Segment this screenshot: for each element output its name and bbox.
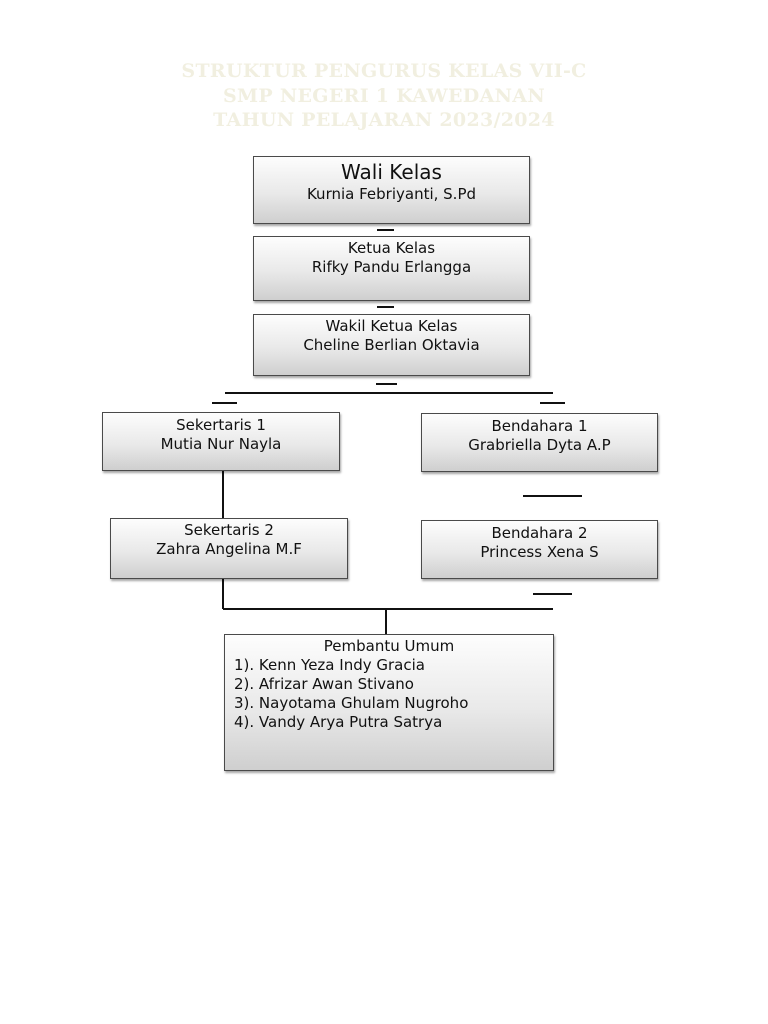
box-wakil-ketua: Wakil Ketua Kelas Cheline Berlian Oktavi…: [253, 314, 530, 376]
box-sekretaris-1: Sekertaris 1 Mutia Nur Nayla: [102, 412, 340, 471]
sekretaris-2-role: Sekertaris 2: [184, 521, 274, 539]
bendahara-2-name: Princess Xena S: [480, 543, 599, 561]
ketua-kelas-role: Ketua Kelas: [347, 239, 436, 257]
title-line-1: STRUKTUR PENGURUS KELAS VII-C: [181, 60, 587, 82]
pembantu-umum-role: Pembantu Umum: [323, 637, 455, 655]
bendahara-1-role: Bendahara 1: [491, 417, 588, 435]
sekretaris-2-name: Zahra Angelina M.F: [156, 540, 302, 558]
box-wali-kelas: Wali Kelas Kurnia Febriyanti, S.Pd: [253, 156, 530, 224]
box-ketua-kelas: Ketua Kelas Rifky Pandu Erlangga: [253, 236, 530, 301]
title-line-3: TAHUN PELAJARAN 2023/2024: [213, 109, 555, 131]
ketua-kelas-name: Rifky Pandu Erlangga: [311, 258, 472, 276]
pembantu-member-4: 4). Vandy Arya Putra Satrya: [234, 713, 443, 731]
pembantu-member-3: 3). Nayotama Ghulam Nugroho: [234, 694, 469, 712]
box-sekretaris-2: Sekertaris 2 Zahra Angelina M.F: [110, 518, 348, 579]
wali-kelas-role: Wali Kelas: [341, 160, 442, 184]
box-bendahara-2: Bendahara 2 Princess Xena S: [421, 520, 658, 579]
box-bendahara-1: Bendahara 1 Grabriella Dyta A.P: [421, 413, 658, 472]
title-line-2: SMP NEGERI 1 KAWEDANAN: [223, 85, 545, 107]
sekretaris-1-name: Mutia Nur Nayla: [160, 435, 282, 453]
wali-kelas-name: Kurnia Febriyanti, S.Pd: [306, 185, 477, 203]
sekretaris-1-role: Sekertaris 1: [176, 416, 266, 434]
pembantu-member-2: 2). Afrizar Awan Stivano: [234, 675, 414, 693]
wakil-ketua-role: Wakil Ketua Kelas: [325, 317, 458, 335]
wakil-ketua-name: Cheline Berlian Oktavia: [303, 336, 480, 354]
box-pembantu-umum: Pembantu Umum 1). Kenn Yeza Indy Gracia …: [224, 634, 554, 771]
bendahara-2-role: Bendahara 2: [491, 524, 588, 542]
pembantu-member-1: 1). Kenn Yeza Indy Gracia: [234, 656, 425, 674]
bendahara-1-name: Grabriella Dyta A.P: [468, 436, 611, 454]
